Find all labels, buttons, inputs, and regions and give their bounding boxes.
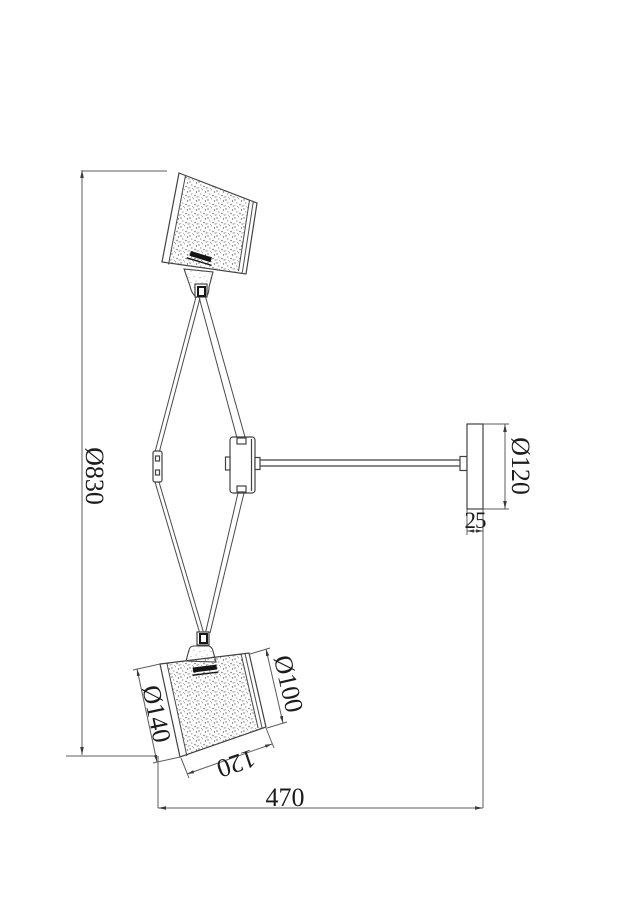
top-lamp-shade <box>161 172 258 275</box>
mounting-rod <box>254 455 468 472</box>
top-shade-neck <box>183 268 214 298</box>
shade-length-label: 120 <box>213 743 259 783</box>
left-pivot-connector <box>152 450 163 483</box>
overall-height-label: Ø830 <box>80 447 109 505</box>
support-arm-upper-left <box>154 296 201 454</box>
dimension-overall-projection: 470 <box>157 509 484 812</box>
wall-canopy-plate <box>466 423 484 510</box>
brand-logo-bottom-shade <box>192 664 219 676</box>
bottom-lamp-shade <box>159 652 267 758</box>
brand-logo-top-shade <box>186 251 212 267</box>
central-hub <box>224 436 256 494</box>
overall-projection-label: 470 <box>266 783 305 812</box>
dimension-canopy-depth: 25 <box>465 508 487 535</box>
support-arm-lower-right <box>204 492 245 636</box>
support-arm-lower-left <box>154 481 205 635</box>
canopy-depth-label: 25 <box>465 508 487 533</box>
dimension-canopy-diameter: Ø120 <box>483 423 535 510</box>
shade-small-end-label: Ø100 <box>268 652 309 715</box>
canopy-diameter-label: Ø120 <box>506 437 535 495</box>
dimension-overall-height: Ø830 <box>66 170 167 757</box>
support-arm-upper-right <box>198 294 246 439</box>
